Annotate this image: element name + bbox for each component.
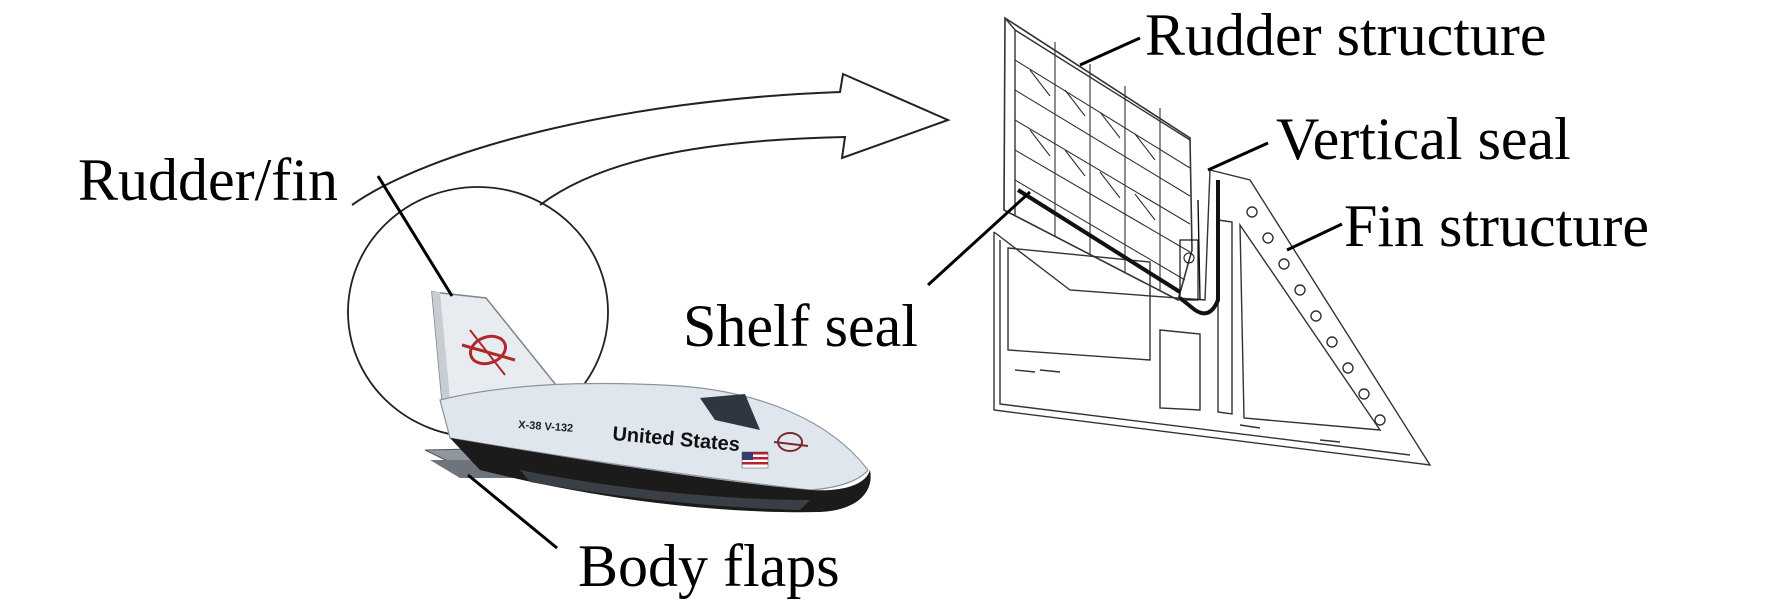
fin-structure-drawing [993,16,1432,466]
leader-shelf-seal [926,190,1032,287]
label-fin-structure: Fin structure [1344,193,1649,259]
fuselage-lower [450,438,871,513]
fin-frame [993,169,1432,466]
callout-arrow [351,72,951,206]
vertical-fin [431,291,562,401]
leader-rudder-fin [376,175,454,297]
label-rudder-fin: Rudder/fin [78,147,338,213]
shelf-seal-line [1016,188,1182,294]
leader-fin-structure [1286,222,1343,252]
nasa-logo-nose [773,432,809,452]
leader-rudder-structure [1079,36,1141,67]
vertical-seal-drawing [1178,180,1220,316]
x38-vehicle: X-38 V-132 United States [424,291,871,513]
rudder-ribs [1014,42,1191,290]
label-shelf-seal: Shelf seal [683,293,918,359]
leader-body-flaps [467,473,558,550]
fin-lightening-holes [1246,206,1386,426]
leader-lines [376,36,1343,550]
rudder-panel [1003,16,1193,302]
us-flag-icon [741,451,769,469]
leader-vertical-seal [1207,141,1269,172]
label-rudder-structure: Rudder structure [1145,2,1547,68]
nasa-logo [461,329,516,376]
label-body-flaps: Body flaps [578,533,840,599]
label-vertical-seal: Vertical seal [1276,106,1571,172]
tail-number: X-38 V-132 [518,419,574,435]
